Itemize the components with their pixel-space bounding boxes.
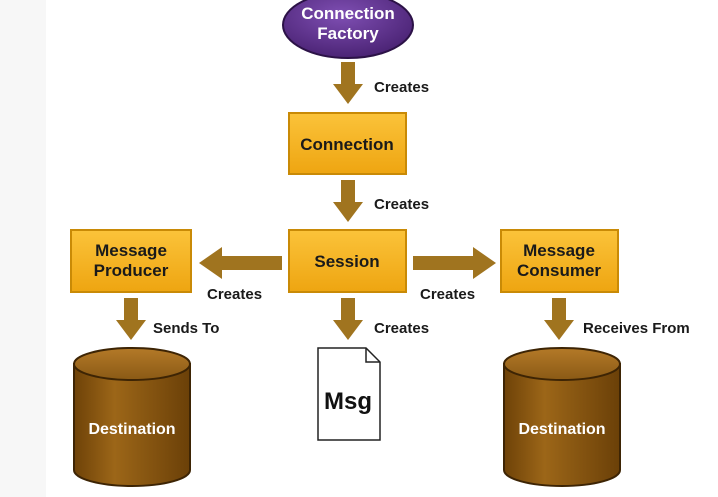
connection-factory-label-line2: Factory xyxy=(317,24,379,43)
message-producer-node: Message Producer xyxy=(70,229,192,293)
arrow-consumer-to-destination xyxy=(544,298,574,340)
destination-right-node: Destination xyxy=(503,347,621,487)
session-node: Session xyxy=(288,229,407,293)
edge-label-session-consumer: Creates xyxy=(420,286,475,303)
message-producer-label-line2: Producer xyxy=(94,261,169,280)
edge-label-session-msg: Creates xyxy=(374,320,429,337)
connection-factory-node: Connection Factory xyxy=(282,0,414,59)
message-producer-label-line1: Message xyxy=(95,241,167,260)
message-consumer-label-line2: Consumer xyxy=(517,261,601,280)
message-consumer-label-line1: Message xyxy=(523,241,595,260)
connection-node: Connection xyxy=(288,112,407,175)
arrow-session-to-producer xyxy=(199,247,282,279)
edge-label-producer-destination: Sends To xyxy=(153,320,219,337)
destination-left-label: Destination xyxy=(88,421,175,438)
destination-left-node: Destination xyxy=(73,347,191,487)
arrow-session-to-msg xyxy=(333,298,363,340)
edge-label-consumer-destination: Receives From xyxy=(583,320,690,337)
msg-label: Msg xyxy=(324,388,372,415)
connection-label: Connection xyxy=(300,135,394,154)
edge-label-connection-session: Creates xyxy=(374,196,429,213)
arrow-connection-to-session xyxy=(333,180,363,222)
edge-label-session-producer: Creates xyxy=(207,286,262,303)
arrow-session-to-consumer xyxy=(413,247,496,279)
msg-document-node: Msg xyxy=(317,347,381,441)
left-margin-strip xyxy=(0,0,46,497)
arrow-producer-to-destination xyxy=(116,298,146,340)
destination-right-label: Destination xyxy=(518,421,605,438)
edge-label-factory-connection: Creates xyxy=(374,79,429,96)
connection-factory-label-line1: Connection xyxy=(301,4,395,23)
session-label: Session xyxy=(314,252,379,271)
message-consumer-node: Message Consumer xyxy=(500,229,619,293)
arrow-factory-to-connection xyxy=(333,62,363,104)
